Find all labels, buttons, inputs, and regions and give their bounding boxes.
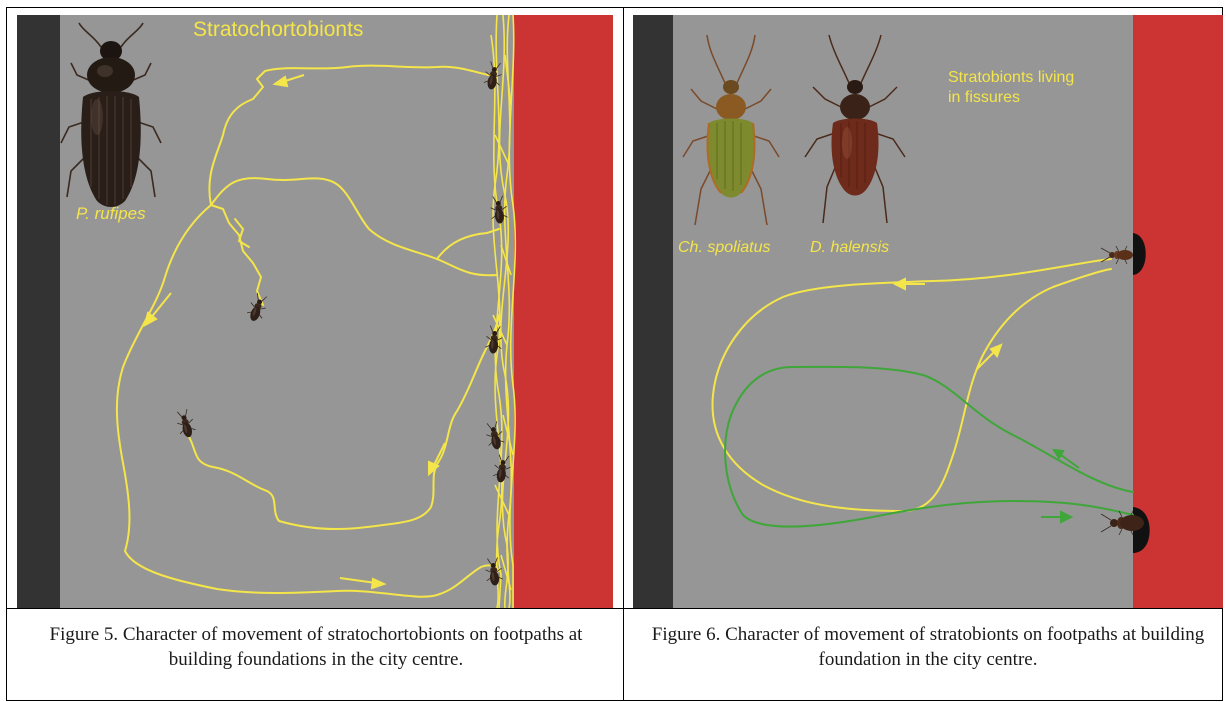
table-row-divider [6,608,1223,609]
figure6-caption: Figure 6. Character of movement of strat… [633,622,1223,672]
species-label-p-rufipes: P. rufipes [76,204,146,223]
figure6-title-line1: Stratobionts living [948,69,1074,86]
figure6-illustration: Stratobionts living in fissures Ch. spol… [633,15,1223,608]
table-column-divider [623,7,624,701]
curb-strip [17,15,60,608]
species-label-d-halensis: D. halensis [810,239,889,256]
figure5-panel: Stratochortobionts P. rufipes [17,15,613,608]
species-label-ch-spoliatus: Ch. spoliatus [678,239,771,256]
curb-strip [633,15,673,608]
figure6-panel: Stratobionts living in fissures Ch. spol… [633,15,1223,608]
figure6-title-line2: in fissures [948,89,1020,106]
figure5-caption: Figure 5. Character of movement of strat… [16,622,616,672]
figure5-title: Stratochortobionts [193,18,363,41]
building-wall [514,15,613,608]
figure5-illustration: Stratochortobionts P. rufipes [17,15,613,608]
